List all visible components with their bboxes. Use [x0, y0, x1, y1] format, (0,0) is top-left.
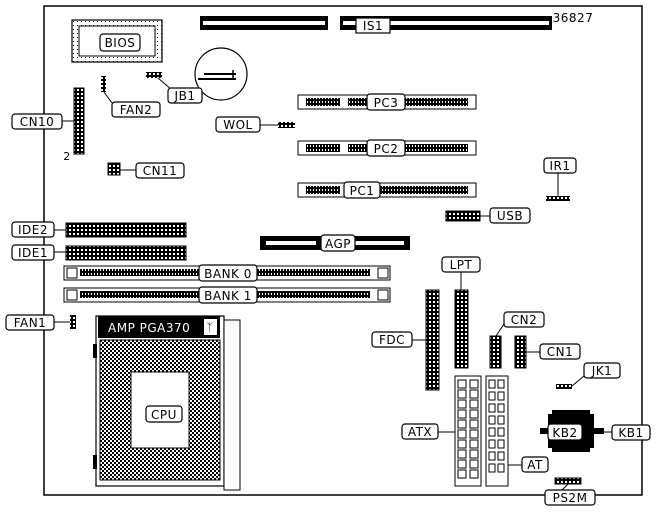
- kb1-label: KB1: [618, 426, 643, 440]
- dimm-bank-1: BANK 1: [63, 286, 391, 304]
- keyboard-connector: KB2: [540, 410, 604, 452]
- jb1-jumper: [146, 72, 162, 78]
- lpt-connector: [454, 289, 469, 369]
- jk1-label: JK1: [591, 364, 613, 378]
- fdc-connector: [425, 289, 440, 391]
- dimm-bank-0: BANK 0: [63, 264, 391, 282]
- cn1-header: [514, 335, 527, 369]
- ir1-header: [546, 196, 570, 201]
- jk1-jumper: [556, 384, 572, 389]
- fan1-label: FAN1: [14, 316, 47, 330]
- ir1-label: IR1: [549, 159, 570, 173]
- bank1-label: BANK 1: [204, 289, 252, 303]
- jb1-label: JB1: [174, 89, 196, 103]
- cn10-label: CN10: [20, 115, 55, 129]
- cn2-label: CN2: [511, 313, 538, 327]
- cn11-label: CN11: [143, 164, 178, 178]
- ps2m-label: PS2M: [553, 491, 588, 505]
- pci-slot-pc1: PC1: [297, 181, 477, 199]
- cn1-label: CN1: [547, 345, 574, 359]
- pc2-label: PC2: [374, 142, 399, 156]
- fan2-header: [101, 76, 106, 92]
- socket-label: AMP PGA370: [108, 321, 190, 335]
- agp-slot: AGP: [260, 234, 410, 252]
- ps2m-header: [554, 477, 582, 485]
- wol-header: [278, 122, 295, 128]
- kb2-label: KB2: [552, 426, 577, 440]
- cn10-pin-label: 2: [63, 150, 71, 163]
- at-label: AT: [527, 458, 543, 472]
- svg-text:ᛉ: ᛉ: [206, 321, 213, 334]
- fan1-header: [70, 315, 76, 329]
- bank0-label: BANK 0: [204, 267, 252, 281]
- atx-label: ATX: [408, 425, 432, 439]
- agp-label: AGP: [325, 237, 351, 251]
- bios-label: BIOS: [105, 36, 136, 50]
- ide1-label: IDE1: [18, 246, 48, 260]
- usb-label: USB: [497, 209, 523, 223]
- cpu-socket: AMP PGA370 ᛉ CPU: [93, 315, 241, 491]
- cpu-label: CPU: [151, 408, 177, 422]
- ide2-connector: [65, 222, 187, 238]
- pc1-label: PC1: [350, 184, 375, 198]
- is1-label: IS1: [363, 19, 383, 33]
- cn11-header: [107, 162, 121, 176]
- board-id: 36827: [553, 11, 594, 25]
- wol-label: WOL: [223, 118, 253, 132]
- lpt-label: LPT: [450, 258, 473, 272]
- pci-slot-pc2: PC2: [297, 139, 477, 157]
- pci-slot-pc3: PC3: [297, 93, 477, 111]
- ide2-label: IDE2: [18, 223, 48, 237]
- cn2-header: [489, 335, 502, 369]
- ide1-connector: [65, 245, 187, 261]
- fan2-label: FAN2: [120, 103, 153, 117]
- cn10-header: [73, 87, 85, 155]
- fdc-label: FDC: [379, 333, 405, 347]
- pc3-label: PC3: [374, 96, 399, 110]
- usb-header: [445, 210, 481, 222]
